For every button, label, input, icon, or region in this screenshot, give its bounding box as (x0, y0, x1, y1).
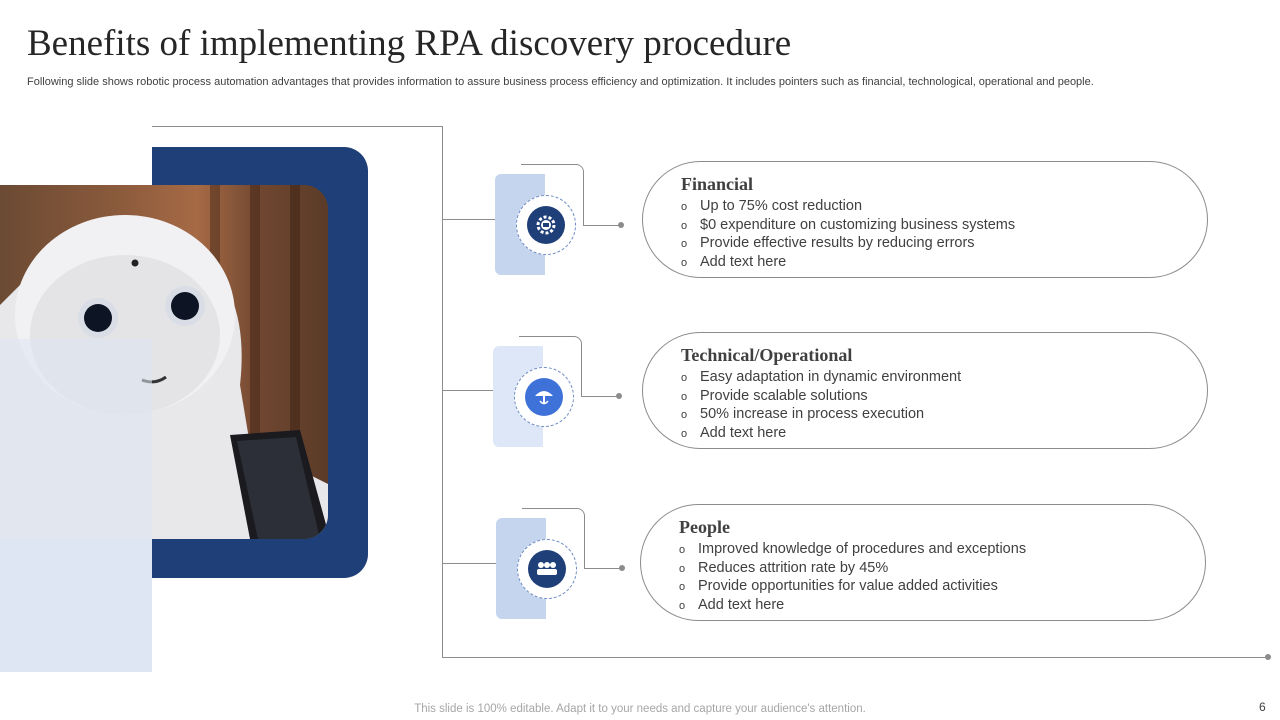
technical-heading: Technical/Operational (681, 345, 853, 365)
branch-line-2 (442, 390, 494, 391)
connector-people (584, 568, 622, 569)
people-heading: People (679, 517, 730, 537)
connector-dot-financial (618, 222, 624, 228)
financial-heading: Financial (681, 174, 754, 194)
branch-line-1 (442, 219, 496, 220)
frame-top-line (152, 126, 442, 127)
slide-title: Benefits of implementing RPA discovery p… (27, 23, 792, 64)
umbrella-signal-icon (525, 378, 563, 416)
connector-dot-people (619, 565, 625, 571)
gear-money-icon (527, 206, 565, 244)
frame-end-dot (1265, 654, 1271, 660)
icon-bracket-technical (519, 336, 582, 397)
robot-photo (0, 185, 328, 539)
group-people-icon (528, 550, 566, 588)
frame-vertical-line (442, 126, 443, 658)
connector-financial (583, 225, 621, 226)
connector-technical (581, 396, 619, 397)
frame-bottom-line (442, 657, 1268, 658)
icon-bracket-financial (521, 164, 584, 225)
connector-dot-technical (616, 393, 622, 399)
list-item: o$0 expenditure on customizing business … (681, 216, 1016, 233)
slide-subtitle: Following slide shows robotic process au… (27, 76, 1094, 88)
branch-line-3 (442, 563, 497, 564)
page-number: 6 (1259, 700, 1266, 714)
icon-bracket-people (522, 508, 585, 569)
footer-note: This slide is 100% editable. Adapt it to… (414, 703, 866, 715)
